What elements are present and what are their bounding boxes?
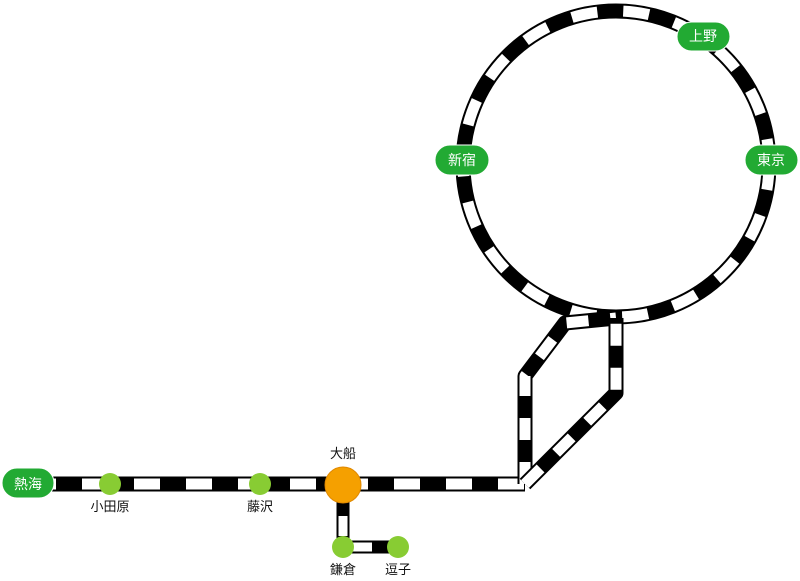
loop-line <box>455 3 777 325</box>
terminal-atami-label: 熱海 <box>14 477 42 493</box>
terminal-atami[interactable]: 熱海 <box>1 467 55 499</box>
station-zushi-label: 逗子 <box>385 563 411 578</box>
terminal-ueno[interactable]: 上野 <box>676 21 731 52</box>
terminal-shinjuku-label: 新宿 <box>448 152 476 169</box>
station-ofuna[interactable]: 大船 <box>324 447 362 504</box>
station-fujisawa-label: 藤沢 <box>247 500 273 515</box>
connector-line-east <box>519 318 624 490</box>
station-kamakura-label: 鎌倉 <box>330 563 356 578</box>
station-zushi[interactable]: 逗子 <box>385 536 411 578</box>
station-fujisawa[interactable]: 藤沢 <box>247 473 273 515</box>
terminal-tokyo-label: 東京 <box>757 153 785 169</box>
station-kamakura[interactable]: 鎌倉 <box>330 536 356 578</box>
terminal-ueno-label: 上野 <box>689 29 717 45</box>
terminal-tokyo[interactable]: 東京 <box>744 144 799 176</box>
station-odawara-label: 小田原 <box>90 500 129 515</box>
station-ofuna-label: 大船 <box>330 447 356 462</box>
terminal-shinjuku[interactable]: 新宿 <box>434 144 490 176</box>
connector-line-west <box>517 310 617 484</box>
station-odawara[interactable]: 小田原 <box>90 473 130 515</box>
